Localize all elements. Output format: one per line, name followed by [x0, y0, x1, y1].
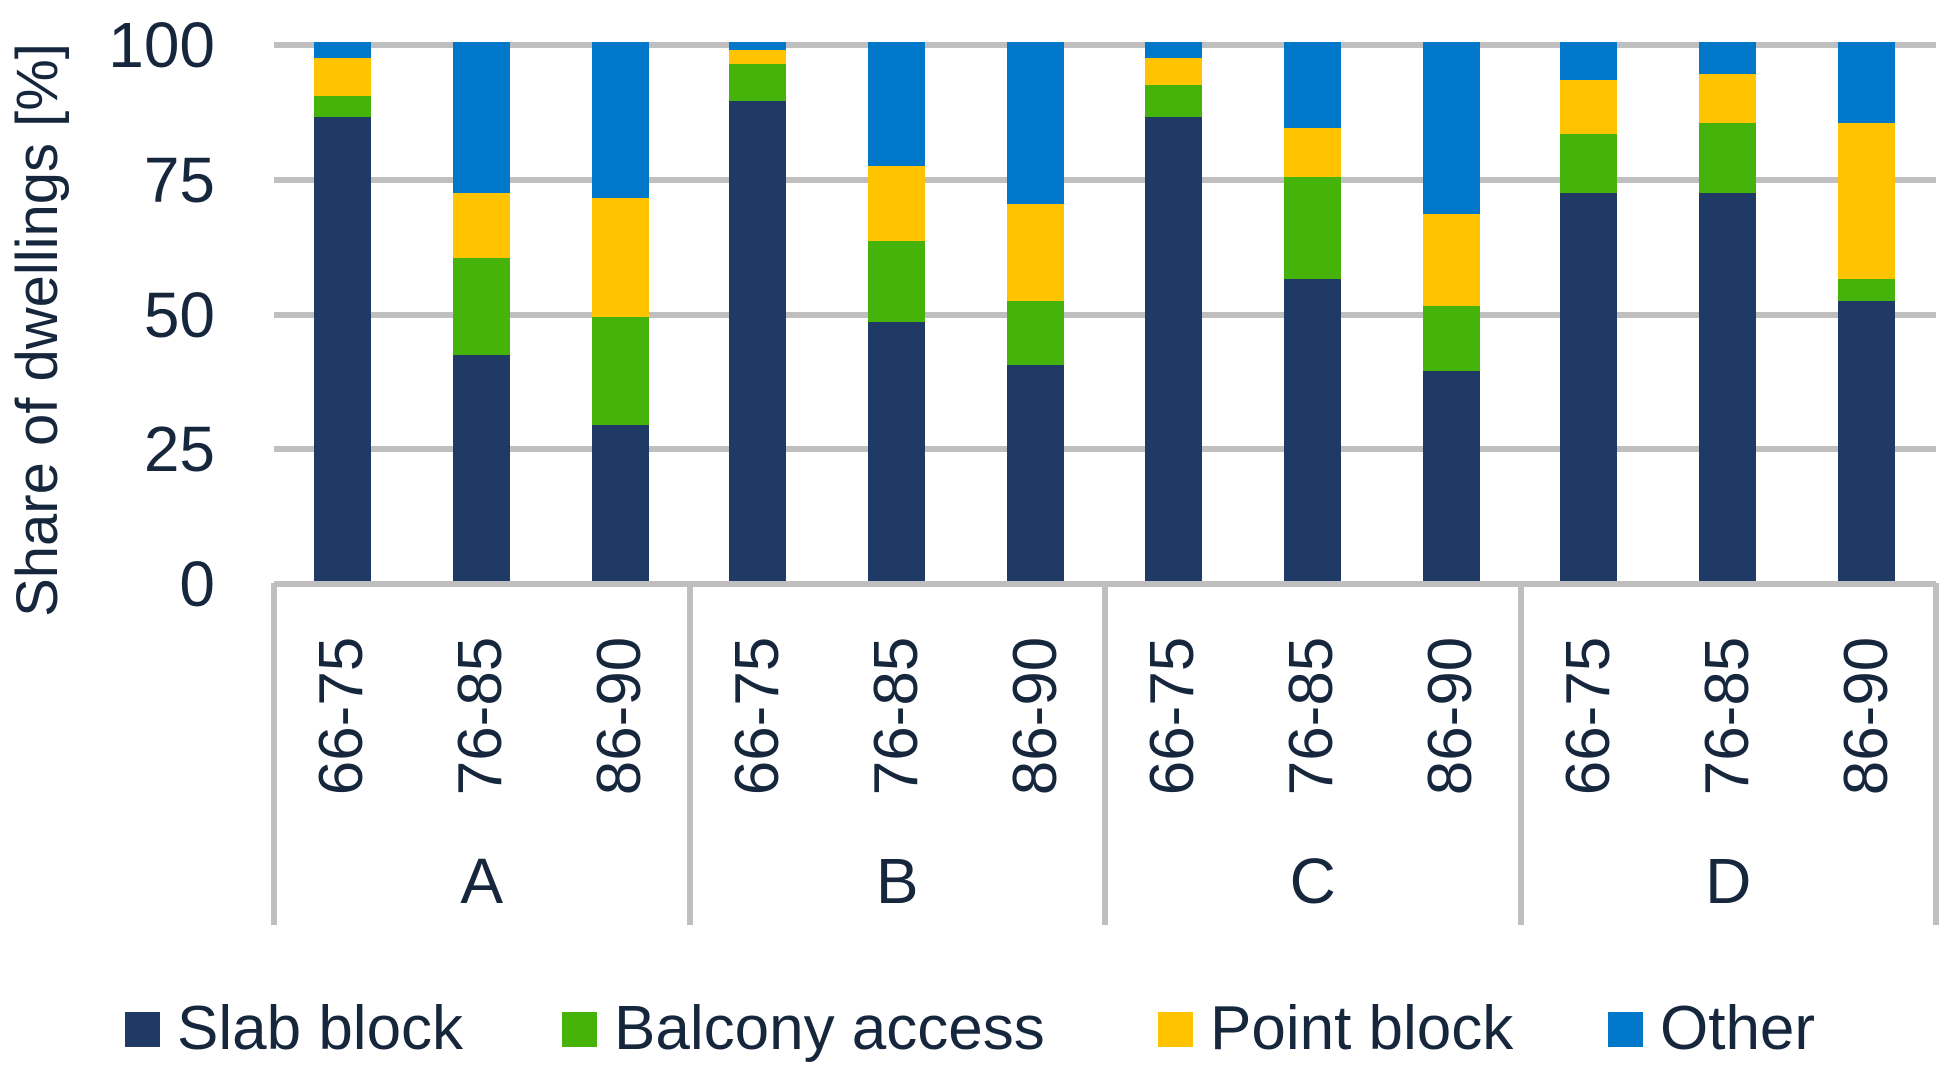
- bar-segment-point-block-C-86-90: [1422, 214, 1480, 307]
- bar-segment-other-A-66-75: [313, 42, 371, 59]
- bar-segment-balcony-access-D-66-75: [1560, 133, 1617, 193]
- gridline-75: [274, 176, 1936, 183]
- bar-segment-point-block-C-76-85: [1283, 128, 1341, 177]
- y-tick-label-0: 0: [179, 548, 215, 620]
- x-tick-label-B-86-90: 86-90: [1000, 636, 1070, 796]
- bar-segment-slab-block-A-86-90: [591, 424, 649, 581]
- bar-segment-other-A-86-90: [591, 42, 649, 199]
- group-label-A: A: [460, 845, 504, 917]
- category-box-line-4: [1933, 583, 1939, 925]
- bar-segment-point-block-A-86-90: [591, 198, 649, 317]
- bar-segment-balcony-access-C-66-75: [1144, 85, 1202, 118]
- bar-segment-slab-block-B-76-85: [868, 322, 925, 581]
- bar-segment-other-C-66-75: [1144, 42, 1202, 59]
- bar-segment-slab-block-B-86-90: [1007, 365, 1064, 581]
- x-tick-label-B-66-75: 66-75: [722, 636, 792, 796]
- group-label-D: D: [1705, 845, 1752, 917]
- x-tick-label-B-76-85: 76-85: [861, 636, 931, 796]
- x-tick-label-A-86-90: 86-90: [585, 636, 654, 796]
- bar-segment-balcony-access-A-76-85: [452, 257, 510, 355]
- bar-segment-point-block-B-76-85: [868, 165, 925, 242]
- bar-segment-slab-block-D-86-90: [1838, 300, 1895, 581]
- y-tick-label-75: 75: [143, 143, 215, 216]
- category-box-line-2: [1102, 583, 1108, 925]
- x-tick-label-D-76-85: 76-85: [1692, 636, 1762, 796]
- bar-segment-other-D-76-85: [1699, 42, 1756, 75]
- category-box-line-3: [1517, 583, 1524, 925]
- bar-segment-other-D-86-90: [1838, 42, 1895, 123]
- y-tick-label-50: 50: [143, 278, 215, 351]
- y-axis-title: Share of dwellings [%]: [5, 43, 70, 617]
- legend-swatch-slab-block-icon: [125, 1011, 160, 1047]
- x-tick-label-C-86-90: 86-90: [1416, 636, 1485, 796]
- bar-segment-point-block-D-66-75: [1560, 79, 1617, 134]
- y-tick-label-25: 25: [143, 413, 215, 486]
- bar-segment-point-block-B-86-90: [1007, 203, 1064, 301]
- category-box-line-1: [686, 583, 693, 925]
- x-tick-label-C-66-75: 66-75: [1138, 636, 1207, 796]
- legend-swatch-point-block-icon: [1158, 1011, 1193, 1047]
- gridline-100: [274, 42, 1936, 48]
- bar-segment-slab-block-A-76-85: [452, 354, 510, 581]
- legend-item-other: Other: [1608, 994, 1816, 1063]
- y-tick-label-100: 100: [108, 9, 215, 81]
- bar-segment-point-block-A-66-75: [313, 58, 371, 96]
- bar-segment-balcony-access-D-76-85: [1699, 122, 1756, 193]
- bar-segment-balcony-access-B-76-85: [868, 241, 925, 323]
- bar-segment-other-C-86-90: [1422, 42, 1480, 215]
- x-tick-label-D-86-90: 86-90: [1831, 636, 1901, 796]
- bar-segment-balcony-access-D-86-90: [1838, 279, 1895, 301]
- legend-item-slab-block: Slab block: [125, 994, 464, 1063]
- bar-segment-other-D-66-75: [1560, 42, 1617, 80]
- bar-segment-balcony-access-B-86-90: [1007, 300, 1064, 366]
- legend-label-slab-block: Slab block: [177, 994, 464, 1063]
- x-tick-label-C-76-85: 76-85: [1277, 636, 1346, 796]
- legend-label-balcony-access: Balcony access: [614, 994, 1045, 1063]
- category-box-line-0: [271, 583, 277, 925]
- legend-swatch-balcony-access-icon: [562, 1011, 597, 1047]
- bar-segment-other-B-76-85: [868, 42, 925, 166]
- bar-segment-point-block-D-86-90: [1838, 122, 1895, 280]
- bar-segment-point-block-D-76-85: [1699, 74, 1756, 123]
- bar-segment-balcony-access-A-66-75: [313, 95, 371, 118]
- bar-segment-point-block-A-76-85: [452, 192, 510, 258]
- legend-label-point-block: Point block: [1210, 994, 1514, 1063]
- bar-segment-balcony-access-A-86-90: [591, 316, 649, 425]
- x-tick-label-A-66-75: 66-75: [307, 636, 376, 796]
- bar-segment-slab-block-D-66-75: [1560, 192, 1617, 581]
- bar-segment-slab-block-B-66-75: [729, 101, 786, 581]
- group-label-C: C: [1289, 845, 1336, 917]
- legend-swatch-other-icon: [1608, 1011, 1643, 1047]
- legend-item-point-block: Point block: [1158, 994, 1514, 1063]
- bar-segment-slab-block-C-76-85: [1283, 279, 1341, 581]
- gridline-50: [274, 311, 1936, 318]
- legend-item-balcony-access: Balcony access: [562, 994, 1045, 1063]
- gridline-25: [274, 446, 1936, 453]
- legend-label-other: Other: [1660, 994, 1816, 1063]
- bar-segment-point-block-C-66-75: [1144, 58, 1202, 86]
- bar-segment-other-B-86-90: [1007, 42, 1064, 204]
- x-tick-label-D-66-75: 66-75: [1553, 636, 1623, 796]
- bar-segment-slab-block-C-86-90: [1422, 370, 1480, 581]
- bar-segment-other-C-76-85: [1283, 42, 1341, 129]
- bar-segment-balcony-access-B-66-75: [729, 63, 786, 102]
- group-label-B: B: [875, 845, 919, 917]
- bar-segment-other-B-66-75: [729, 42, 786, 51]
- bar-segment-slab-block-A-66-75: [313, 117, 371, 581]
- bar-segment-balcony-access-C-86-90: [1422, 306, 1480, 371]
- bar-segment-other-A-76-85: [452, 42, 510, 193]
- bar-segment-slab-block-C-66-75: [1144, 117, 1202, 581]
- bar-segment-point-block-B-66-75: [729, 50, 786, 64]
- bar-segment-balcony-access-C-76-85: [1283, 176, 1341, 280]
- x-tick-label-A-76-85: 76-85: [446, 636, 515, 796]
- bar-segment-slab-block-D-76-85: [1699, 192, 1756, 581]
